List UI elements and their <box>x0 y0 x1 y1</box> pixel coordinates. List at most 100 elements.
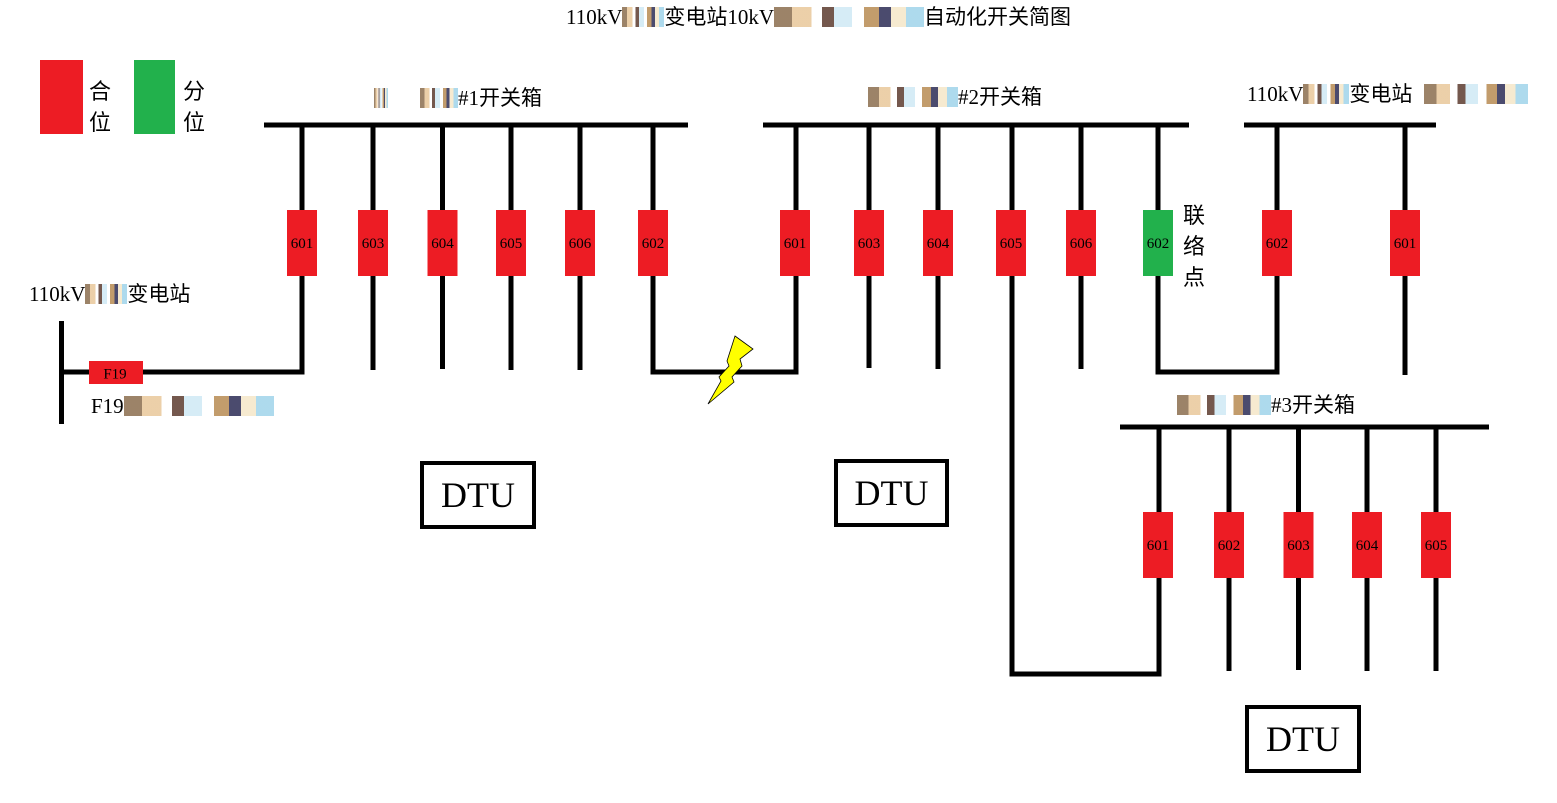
redacted-text <box>1424 84 1529 104</box>
switch-label: 603 <box>1287 538 1310 554</box>
redacted-text <box>1303 84 1350 104</box>
switch-label: 604 <box>1356 538 1379 554</box>
box3-switch-601[interactable]: 601 <box>1143 512 1173 578</box>
switch-label: 601 <box>1147 538 1170 554</box>
lightning-bolt-icon <box>707 335 754 405</box>
switch-label: 601 <box>291 236 314 252</box>
switch-box-2-name: #2开关箱 <box>958 85 1042 109</box>
switch-label: 602 <box>1218 538 1241 554</box>
tie-line <box>1155 125 1280 375</box>
redacted-text <box>622 7 665 27</box>
feeder-f19-line <box>61 276 305 375</box>
switch-body-closed <box>1283 512 1314 578</box>
switch-label: 605 <box>1000 236 1023 252</box>
switch-label: 605 <box>1425 538 1448 554</box>
switch-body-closed <box>427 210 458 276</box>
redacted-text <box>1177 395 1271 415</box>
feeder-line-label: F19 <box>91 393 274 419</box>
left-substation-voltage: 110kV <box>29 282 86 306</box>
right-substation-switch-601[interactable]: 601 <box>1390 210 1420 276</box>
switch-box-1-name: #1开关箱 <box>458 86 542 110</box>
switch-body-closed <box>780 210 810 276</box>
switch-label: 603 <box>858 236 881 252</box>
switch-label: 602 <box>642 236 665 252</box>
title-prefix: 110kV <box>565 5 623 29</box>
legend-closed-label: 合位 <box>88 79 111 135</box>
redacted-text <box>420 88 458 108</box>
diagram-title: 110kV 变电站10kV 自动化开关简图 <box>0 4 1557 30</box>
switch-label: 602 <box>1266 236 1289 252</box>
switch-body-closed <box>996 210 1026 276</box>
switch-body-closed <box>1262 210 1292 276</box>
title-part2: 变电站10kV <box>664 5 775 29</box>
box3-switch-603[interactable]: 603 <box>1283 512 1314 578</box>
switch-body-closed <box>287 210 317 276</box>
box1-switch-601[interactable]: 601 <box>287 210 317 276</box>
box3-switch-602[interactable]: 602 <box>1214 512 1244 578</box>
left-substation-label: 110kV 变电站 <box>29 281 190 307</box>
box3-switch-605[interactable]: 605 <box>1421 512 1451 578</box>
switch-label: 605 <box>500 236 523 252</box>
redacted-text <box>123 396 274 416</box>
switch-box-3-name: #3开关箱 <box>1271 393 1355 417</box>
switch-label: 606 <box>1070 236 1093 252</box>
switch-label: 606 <box>569 236 592 252</box>
breaker-label: F19 <box>103 367 126 383</box>
breaker-body <box>89 361 143 384</box>
switch-label: 603 <box>362 236 385 252</box>
switch-label: 604 <box>431 236 454 252</box>
box1-switch-603[interactable]: 603 <box>358 210 388 276</box>
switch-body-closed <box>1421 512 1451 578</box>
switch-box-1-label: #1开关箱 <box>374 85 542 111</box>
switch-body-closed <box>565 210 595 276</box>
feeder-breaker-f19[interactable]: F19 <box>89 361 143 384</box>
redacted-text <box>868 87 958 107</box>
box1-602-to-box2-601-line <box>650 125 799 375</box>
switch-box-2-label: #2开关箱 <box>868 84 1042 110</box>
box2-switch-601[interactable]: 601 <box>780 210 810 276</box>
switch-body-closed <box>923 210 953 276</box>
feeder-line-name: F19 <box>91 394 124 418</box>
switch-body-closed <box>358 210 388 276</box>
switch-body-closed <box>854 210 884 276</box>
switch-body-closed <box>496 210 526 276</box>
switch-label: 601 <box>784 236 807 252</box>
switch-label: 601 <box>1394 236 1417 252</box>
box2-switch-604[interactable]: 604 <box>923 210 953 276</box>
redacted-text <box>85 284 128 304</box>
switch-body-closed <box>1066 210 1096 276</box>
switch-body-closed <box>1143 512 1173 578</box>
tie-point-label: 联络点 <box>1183 203 1206 290</box>
switch-body-closed <box>1390 210 1420 276</box>
right-substation-switch-602[interactable]: 602 <box>1262 210 1292 276</box>
redacted-text <box>374 88 388 108</box>
switch-body-closed <box>1352 512 1382 578</box>
left-substation-name: 变电站 <box>127 282 191 306</box>
box1-switch-602[interactable]: 602 <box>638 210 668 276</box>
dtu-box-1[interactable]: DTU <box>420 461 536 529</box>
legend-open-label: 分位 <box>182 79 205 135</box>
box2-switch-606[interactable]: 606 <box>1066 210 1096 276</box>
dtu-box-2[interactable]: DTU <box>834 459 949 527</box>
switch-body-closed <box>638 210 668 276</box>
legend-closed-swatch <box>40 60 83 134</box>
box3-switch-604[interactable]: 604 <box>1352 512 1382 578</box>
switch-box-3-label: #3开关箱 <box>1177 392 1355 418</box>
box2-switch-605[interactable]: 605 <box>996 210 1026 276</box>
dtu-box-3[interactable]: DTU <box>1245 705 1361 773</box>
right-substation-name: 变电站 <box>1349 82 1413 106</box>
switch-label: 602 <box>1147 236 1170 252</box>
redacted-text <box>774 7 925 27</box>
switch-body-closed <box>1214 512 1244 578</box>
box2-605-to-box3-601-line <box>1009 125 1162 677</box>
box2-switch-603[interactable]: 603 <box>854 210 884 276</box>
switch-label: 604 <box>927 236 950 252</box>
box1-switch-605[interactable]: 605 <box>496 210 526 276</box>
box1-switch-604[interactable]: 604 <box>427 210 458 276</box>
box1-switch-606[interactable]: 606 <box>565 210 595 276</box>
switch-body-open <box>1143 210 1173 276</box>
title-suffix: 自动化开关简图 <box>924 5 1072 29</box>
box2-switch-602[interactable]: 602 <box>1143 210 1173 276</box>
